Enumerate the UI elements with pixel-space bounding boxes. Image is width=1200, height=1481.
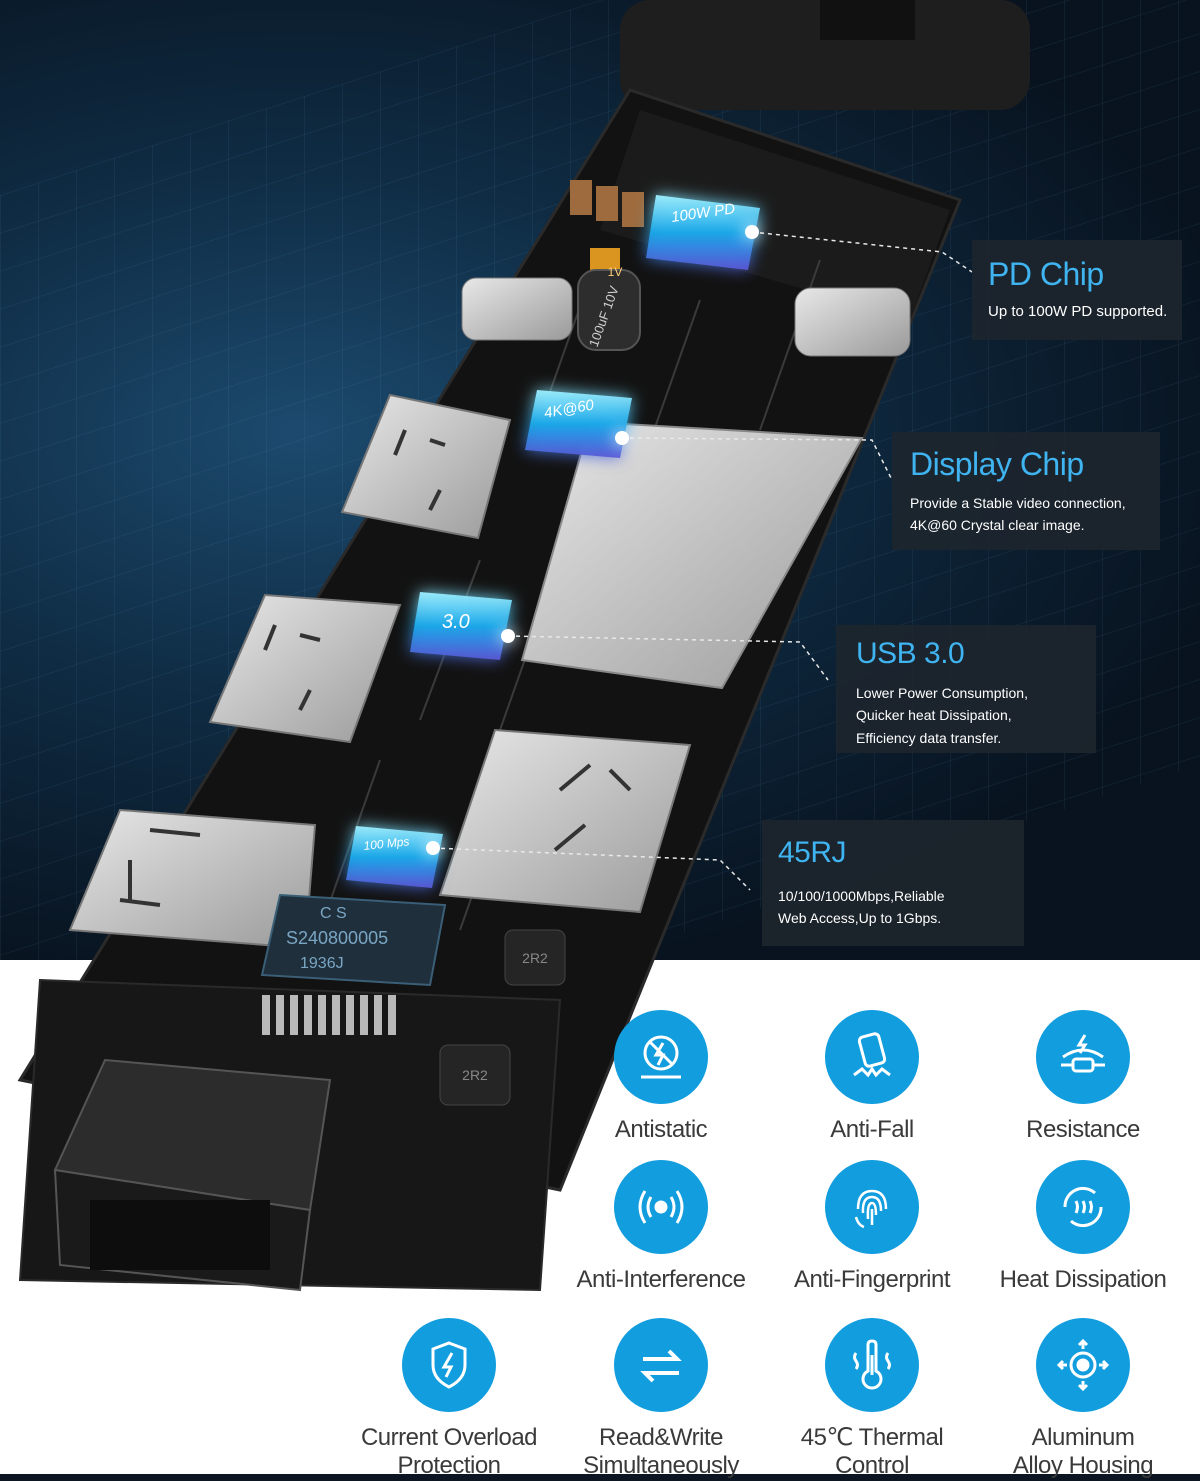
feature-label-line: Protection xyxy=(397,1452,501,1480)
pd-chip-glow xyxy=(646,195,760,270)
hdmi-port-1 xyxy=(340,393,512,540)
thermal-control-icon xyxy=(825,1318,919,1412)
read-write-icon xyxy=(614,1318,708,1412)
rj45-chip-label: 100 Mps xyxy=(363,834,410,853)
feature-label-line: Simultaneously xyxy=(583,1452,739,1480)
callout-title: PD Chip xyxy=(988,256,1104,292)
antistatic-icon xyxy=(614,1010,708,1104)
usb-chip-label: 3.0 xyxy=(442,611,470,633)
heat-dissipation-icon xyxy=(1036,1160,1130,1254)
feature-label: Antistatic xyxy=(614,1116,708,1143)
feature-label: Heat Dissipation xyxy=(999,1266,1167,1293)
callout-pd-chip: PD Chip Up to 100W PD supported. xyxy=(972,240,1182,340)
feature-antistatic: Antistatic xyxy=(556,1010,766,1144)
inductor-label-b: 2R2 xyxy=(462,1067,488,1083)
hdmi-port-2 xyxy=(208,593,402,744)
rj45-port xyxy=(53,1058,332,1292)
callout-text: Quicker heat Dissipation, xyxy=(856,707,1012,724)
feature-label: 45℃ Thermal Control xyxy=(767,1424,977,1481)
feature-label-line: Control xyxy=(835,1452,909,1480)
callout-text: Lower Power Consumption, xyxy=(856,685,1028,701)
callout-text: 4K@60 Crystal clear image. xyxy=(910,517,1085,534)
feature-label: Anti-Fingerprint xyxy=(793,1266,951,1293)
smd-capacitors xyxy=(570,180,644,270)
metal-shield xyxy=(520,420,864,690)
callout-text: Up to 100W PD supported. xyxy=(988,303,1168,320)
feature-label-line: 45℃ Thermal xyxy=(800,1424,944,1451)
anti-fingerprint-icon xyxy=(825,1160,919,1254)
usb-c-cable-head xyxy=(620,0,1030,110)
feature-read-write: Read&Write Simultaneously xyxy=(556,1318,766,1481)
usb-chip-glow xyxy=(410,592,512,660)
electrolytic-capacitor: 100uF 10V 1V xyxy=(577,265,641,351)
callout-text: Web Access,Up to 1Gbps. xyxy=(778,910,942,927)
aluminum-housing-icon xyxy=(1036,1318,1130,1412)
network-chip: C S S240800005 1936J xyxy=(260,893,447,987)
pin-header xyxy=(262,995,396,1035)
callout-display-chip: Display Chip Provide a Stable video conn… xyxy=(892,432,1160,550)
callout-text: Provide a Stable video connection, xyxy=(910,495,1126,511)
usb-a-port-1 xyxy=(438,728,692,914)
feature-label: Anti-Interference xyxy=(576,1266,746,1293)
feature-label-line: Alloy Housing xyxy=(1012,1452,1154,1480)
pcb-top-section xyxy=(600,110,950,320)
feature-anti-interference: Anti-Interference xyxy=(556,1160,766,1294)
feature-label: Read&Write Simultaneously xyxy=(556,1424,766,1481)
callout-text: Efficiency data transfer. xyxy=(856,729,1002,746)
feature-label-line: Read&Write xyxy=(599,1424,723,1451)
current-overload-icon xyxy=(402,1318,496,1412)
feature-label: Resistance xyxy=(1026,1116,1140,1143)
feature-anti-fingerprint: Anti-Fingerprint xyxy=(767,1160,977,1294)
callout-title: Display Chip xyxy=(910,446,1084,482)
callout-leaders xyxy=(432,231,973,891)
inductor-label-a: 2R2 xyxy=(522,950,548,966)
usb-c-port-right xyxy=(794,287,911,357)
resistance-icon xyxy=(1036,1010,1130,1104)
feature-resistance: Resistance xyxy=(978,1010,1188,1144)
capacitor-top-label: 1V xyxy=(608,265,623,279)
feature-label: Current Overload Protection xyxy=(344,1424,554,1481)
chip-marking-1: C S xyxy=(320,905,347,922)
display-chip-glow xyxy=(525,390,632,458)
feature-current-overload: Current Overload Protection xyxy=(344,1318,554,1481)
callout-dots xyxy=(426,225,759,855)
callout-title: USB 3.0 xyxy=(856,637,965,670)
chip-marking-2: S240800005 xyxy=(286,928,388,948)
feature-heat-dissipation: Heat Dissipation xyxy=(978,1160,1188,1294)
feature-label-line: Aluminum xyxy=(1031,1424,1135,1451)
feature-label-line: Current Overload xyxy=(360,1424,538,1451)
callout-text: 10/100/1000Mbps,Reliable xyxy=(778,888,945,904)
callout-usb: USB 3.0 Lower Power Consumption, Quicker… xyxy=(836,625,1096,753)
cable xyxy=(820,0,915,40)
rj45-chip-glow xyxy=(346,826,443,888)
feature-anti-fall: Anti-Fall xyxy=(767,1010,977,1144)
usb-c-port-left xyxy=(461,277,573,341)
feature-label: Aluminum Alloy Housing xyxy=(978,1424,1188,1481)
chip-marking-3: 1936J xyxy=(300,955,344,972)
feature-aluminum-housing: Aluminum Alloy Housing xyxy=(978,1318,1188,1481)
anti-fall-icon xyxy=(825,1010,919,1104)
inductors: 2R2 2R2 xyxy=(439,929,566,1106)
feature-label: Anti-Fall xyxy=(830,1116,914,1143)
callout-title: 45RJ xyxy=(778,836,847,869)
anti-interference-icon xyxy=(614,1160,708,1254)
callout-rj45: 45RJ 10/100/1000Mbps,Reliable Web Access… xyxy=(762,820,1024,946)
feature-thermal-control: 45℃ Thermal Control xyxy=(767,1318,977,1481)
